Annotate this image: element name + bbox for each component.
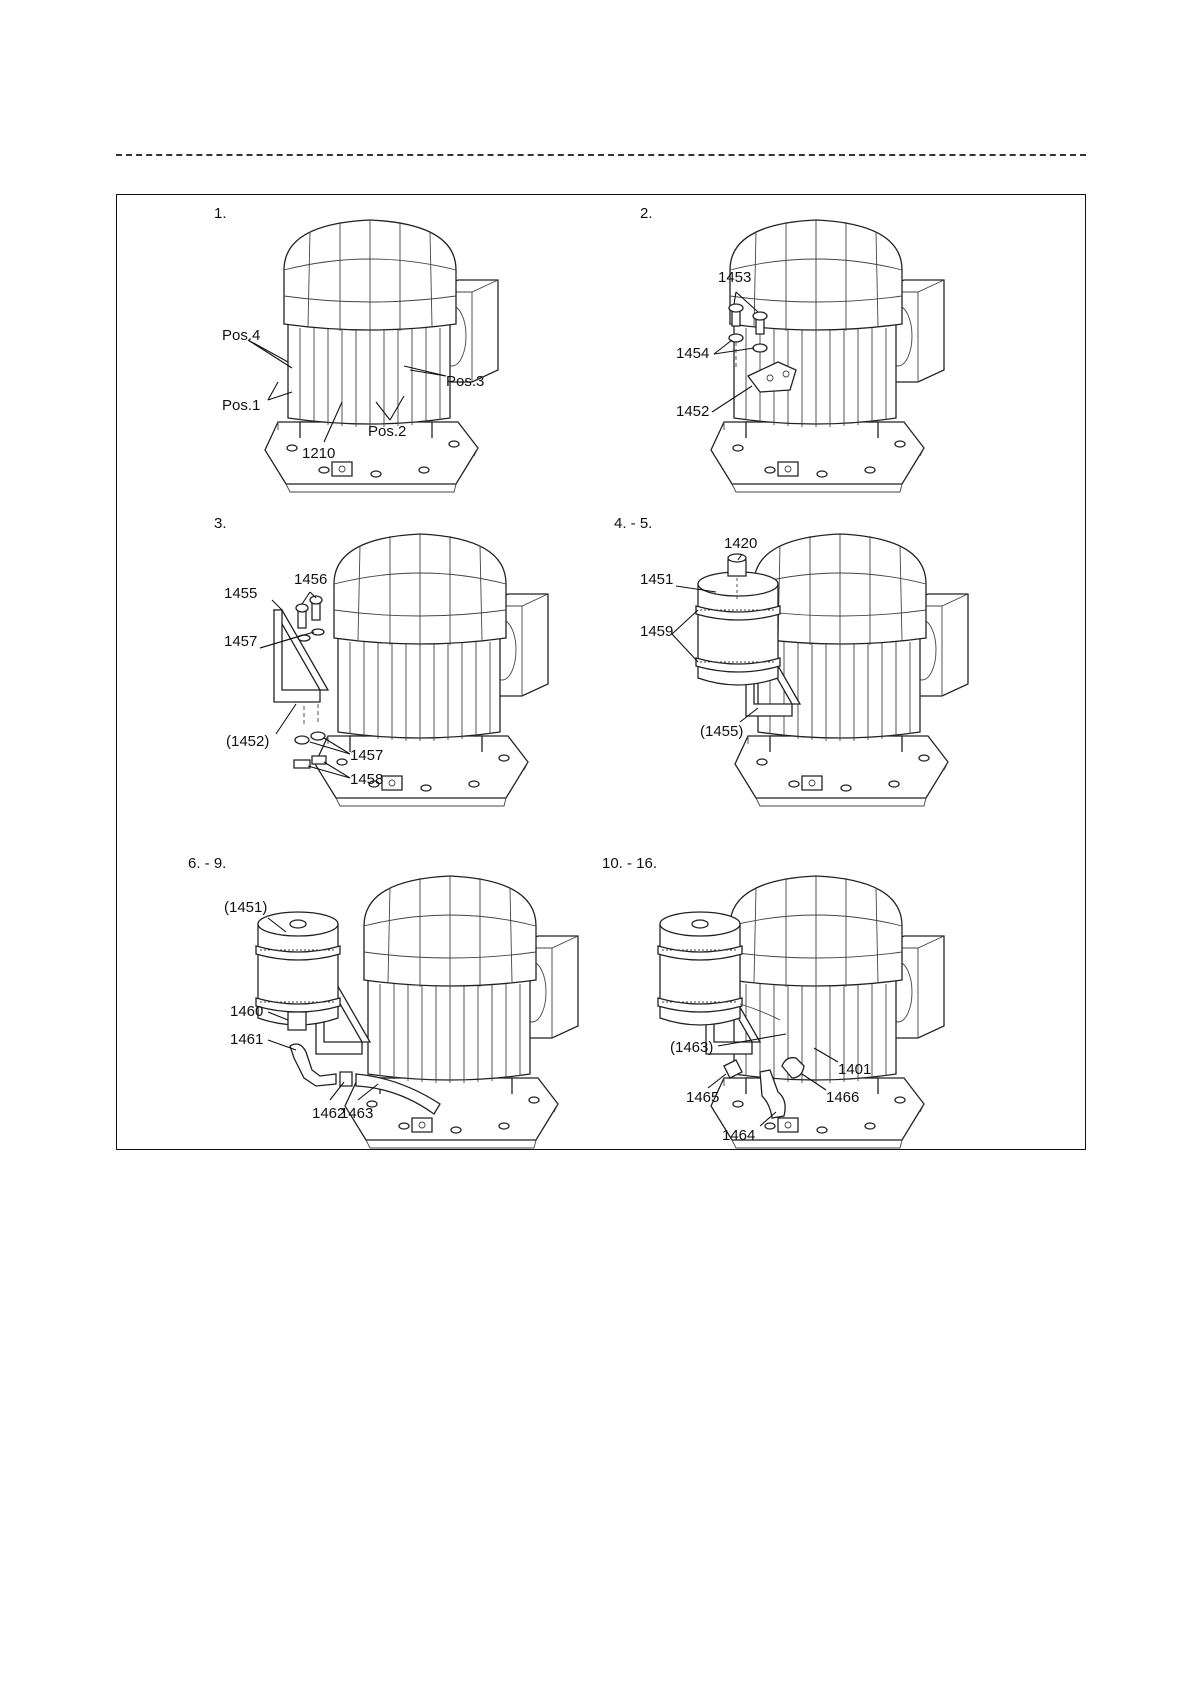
label-1457-bottom: 1457 [350, 747, 383, 764]
label-1466: 1466 [826, 1089, 859, 1106]
label-1460: 1460 [230, 1003, 263, 1020]
label-1210: 1210 [302, 445, 335, 462]
step-1-diagram: 1. Pos.4 Pos.3 Pos.1 Pos.2 1210 [214, 205, 498, 492]
label-1463-ref: (1463) [670, 1039, 713, 1056]
label-1451-ref: (1451) [224, 899, 267, 916]
label-pos3: Pos.3 [446, 373, 484, 390]
label-pos4: Pos.4 [222, 327, 260, 344]
label-1456: 1456 [294, 571, 327, 588]
label-1453: 1453 [718, 269, 751, 286]
step-10-16-diagram: 10. - 16. (1463) 1401 1465 1466 1464 [602, 855, 944, 1148]
label-1464: 1464 [722, 1127, 755, 1144]
label-1457-top: 1457 [224, 633, 257, 650]
label-1420: 1420 [724, 535, 757, 552]
step-2-diagram: 2. 1453 1454 1452 [640, 205, 944, 492]
step-2-number: 2. [640, 205, 653, 222]
label-1455: 1455 [224, 585, 257, 602]
step-4-5-diagram: 4. - 5. 1420 1451 1459 (1455) [614, 515, 968, 806]
label-1461: 1461 [230, 1031, 263, 1048]
label-1454: 1454 [676, 345, 709, 362]
step-6-9-diagram: 6. - 9. 1460 1461 (1451) 1462 1463 [188, 855, 578, 1148]
label-pos1: Pos.1 [222, 397, 260, 414]
step-1-number: 1. [214, 205, 227, 222]
label-1458: 1458 [350, 771, 383, 788]
step-3-number: 3. [214, 515, 227, 532]
step-10-16-number: 10. - 16. [602, 855, 657, 872]
label-1455-ref: (1455) [700, 723, 743, 740]
label-1465: 1465 [686, 1089, 719, 1106]
step-4-5-number: 4. - 5. [614, 515, 652, 532]
label-1463: 1463 [340, 1105, 373, 1122]
label-pos2: Pos.2 [368, 423, 406, 440]
label-1451: 1451 [640, 571, 673, 588]
label-1401: 1401 [838, 1061, 871, 1078]
step-6-9-number: 6. - 9. [188, 855, 226, 872]
label-1452: 1452 [676, 403, 709, 420]
label-1452-ref: (1452) [226, 733, 269, 750]
step-3-diagram: 3. 1455 1456 1457 (1452) 1457 1458 [214, 515, 548, 806]
label-1459: 1459 [640, 623, 673, 640]
